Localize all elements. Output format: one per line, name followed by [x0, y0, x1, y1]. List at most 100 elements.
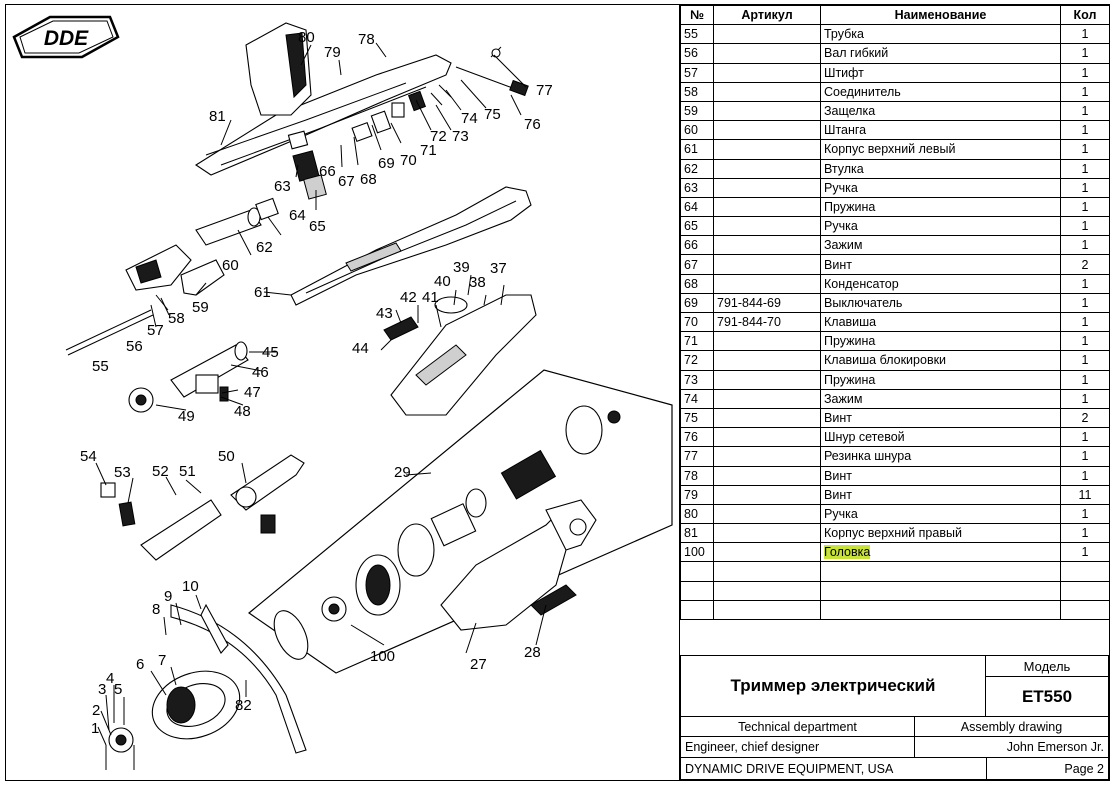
part-number-cell: 78 [680, 465, 714, 486]
quantity-cell: 1 [1060, 235, 1110, 256]
callout-55: 55 [92, 358, 109, 375]
coupling-parts [128, 341, 249, 413]
title-block: Триммер электрический Модель ET550 Techn… [680, 655, 1109, 780]
article-cell [713, 561, 821, 582]
part-name-cell: Винт [820, 465, 1061, 486]
part-number-cell: 79 [680, 484, 714, 505]
quantity-cell: 1 [1060, 446, 1110, 467]
part-name-cell: Клавиша блокировки [820, 350, 1061, 371]
part-number-cell [680, 561, 714, 582]
part-number-cell [680, 599, 714, 621]
part-number-cell: 59 [680, 100, 714, 122]
part-name-cell [820, 580, 1061, 601]
part-name-cell: Шнур сетевой [820, 427, 1061, 448]
model-label: Модель [985, 655, 1109, 677]
callout-48: 48 [234, 403, 251, 420]
quantity-cell: 1 [1060, 542, 1110, 563]
part-number-cell: 56 [680, 43, 714, 64]
callout-73: 73 [452, 128, 469, 145]
part-number-cell: 75 [680, 407, 714, 429]
callout-56: 56 [126, 338, 143, 355]
callout-74: 74 [461, 110, 478, 127]
article-cell [713, 139, 821, 160]
designer-role: Engineer, chief designer [680, 736, 915, 758]
product-name: Триммер электрический [680, 655, 986, 717]
shaft-assembly [65, 197, 279, 356]
drawing-sheet: DDE [5, 4, 1110, 781]
article-cell [713, 407, 821, 429]
quantity-cell: 1 [1060, 427, 1110, 448]
gear-housing [440, 499, 597, 631]
callout-39: 39 [453, 259, 470, 276]
part-number-cell: 63 [680, 177, 714, 198]
part-name-cell: Втулка [820, 158, 1061, 179]
callout-28: 28 [524, 644, 541, 661]
callout-69: 69 [378, 155, 395, 172]
callout-52: 52 [152, 463, 169, 480]
quantity-cell: 1 [1060, 81, 1110, 102]
callout-5: 5 [114, 681, 122, 698]
article-cell [713, 465, 821, 486]
quantity-cell: 1 [1060, 331, 1110, 352]
header-article: Артикул [713, 4, 821, 26]
callout-77: 77 [536, 82, 553, 99]
quantity-cell: 1 [1060, 350, 1110, 371]
callout-54: 54 [80, 448, 97, 465]
article-cell [713, 235, 821, 256]
callout-62: 62 [256, 239, 273, 256]
part-number-cell: 60 [680, 120, 714, 141]
table-row [680, 580, 1110, 601]
part-name-cell: Зажим [820, 235, 1061, 256]
exploded-view-svg: DDE [12, 15, 673, 770]
page-number: Page 2 [986, 757, 1109, 780]
quantity-cell: 1 [1060, 158, 1110, 179]
part-name-cell: Головка [820, 542, 1061, 563]
callout-67: 67 [338, 173, 355, 190]
article-cell [713, 216, 821, 237]
article-cell [713, 331, 821, 352]
part-number-cell: 62 [680, 158, 714, 179]
part-name-cell: Конденсатор [820, 273, 1061, 294]
callout-29: 29 [394, 464, 411, 481]
callout-1: 1 [91, 720, 99, 737]
callout-49: 49 [178, 408, 195, 425]
part-number-cell: 69 [680, 292, 714, 314]
leader-lines [95, 42, 547, 746]
designer-name: John Emerson Jr. [914, 736, 1109, 758]
callout-38: 38 [469, 274, 486, 291]
part-name-cell: Резинка шнура [820, 446, 1061, 467]
article-cell [713, 503, 821, 525]
quantity-cell: 1 [1060, 62, 1110, 83]
article-cell [713, 120, 821, 141]
quantity-cell: 1 [1060, 177, 1110, 198]
part-number-cell: 68 [680, 273, 714, 294]
callout-3: 3 [98, 681, 106, 698]
callout-37: 37 [490, 260, 507, 277]
callout-66: 66 [319, 163, 336, 180]
part-number-cell: 71 [680, 331, 714, 352]
part-name-cell: Клавиша [820, 311, 1061, 333]
callout-46: 46 [252, 364, 269, 381]
part-number-cell: 55 [680, 24, 714, 45]
callout-63: 63 [274, 178, 291, 195]
article-cell [713, 254, 821, 275]
quantity-cell: 1 [1060, 100, 1110, 122]
part-name-cell: Трубка [820, 24, 1061, 45]
part-name-cell: Винт [820, 407, 1061, 429]
callout-60: 60 [222, 257, 239, 274]
exploded-view-drawing: DDE [6, 5, 679, 780]
quantity-cell: 1 [1060, 388, 1110, 409]
header-number: № [680, 4, 714, 26]
